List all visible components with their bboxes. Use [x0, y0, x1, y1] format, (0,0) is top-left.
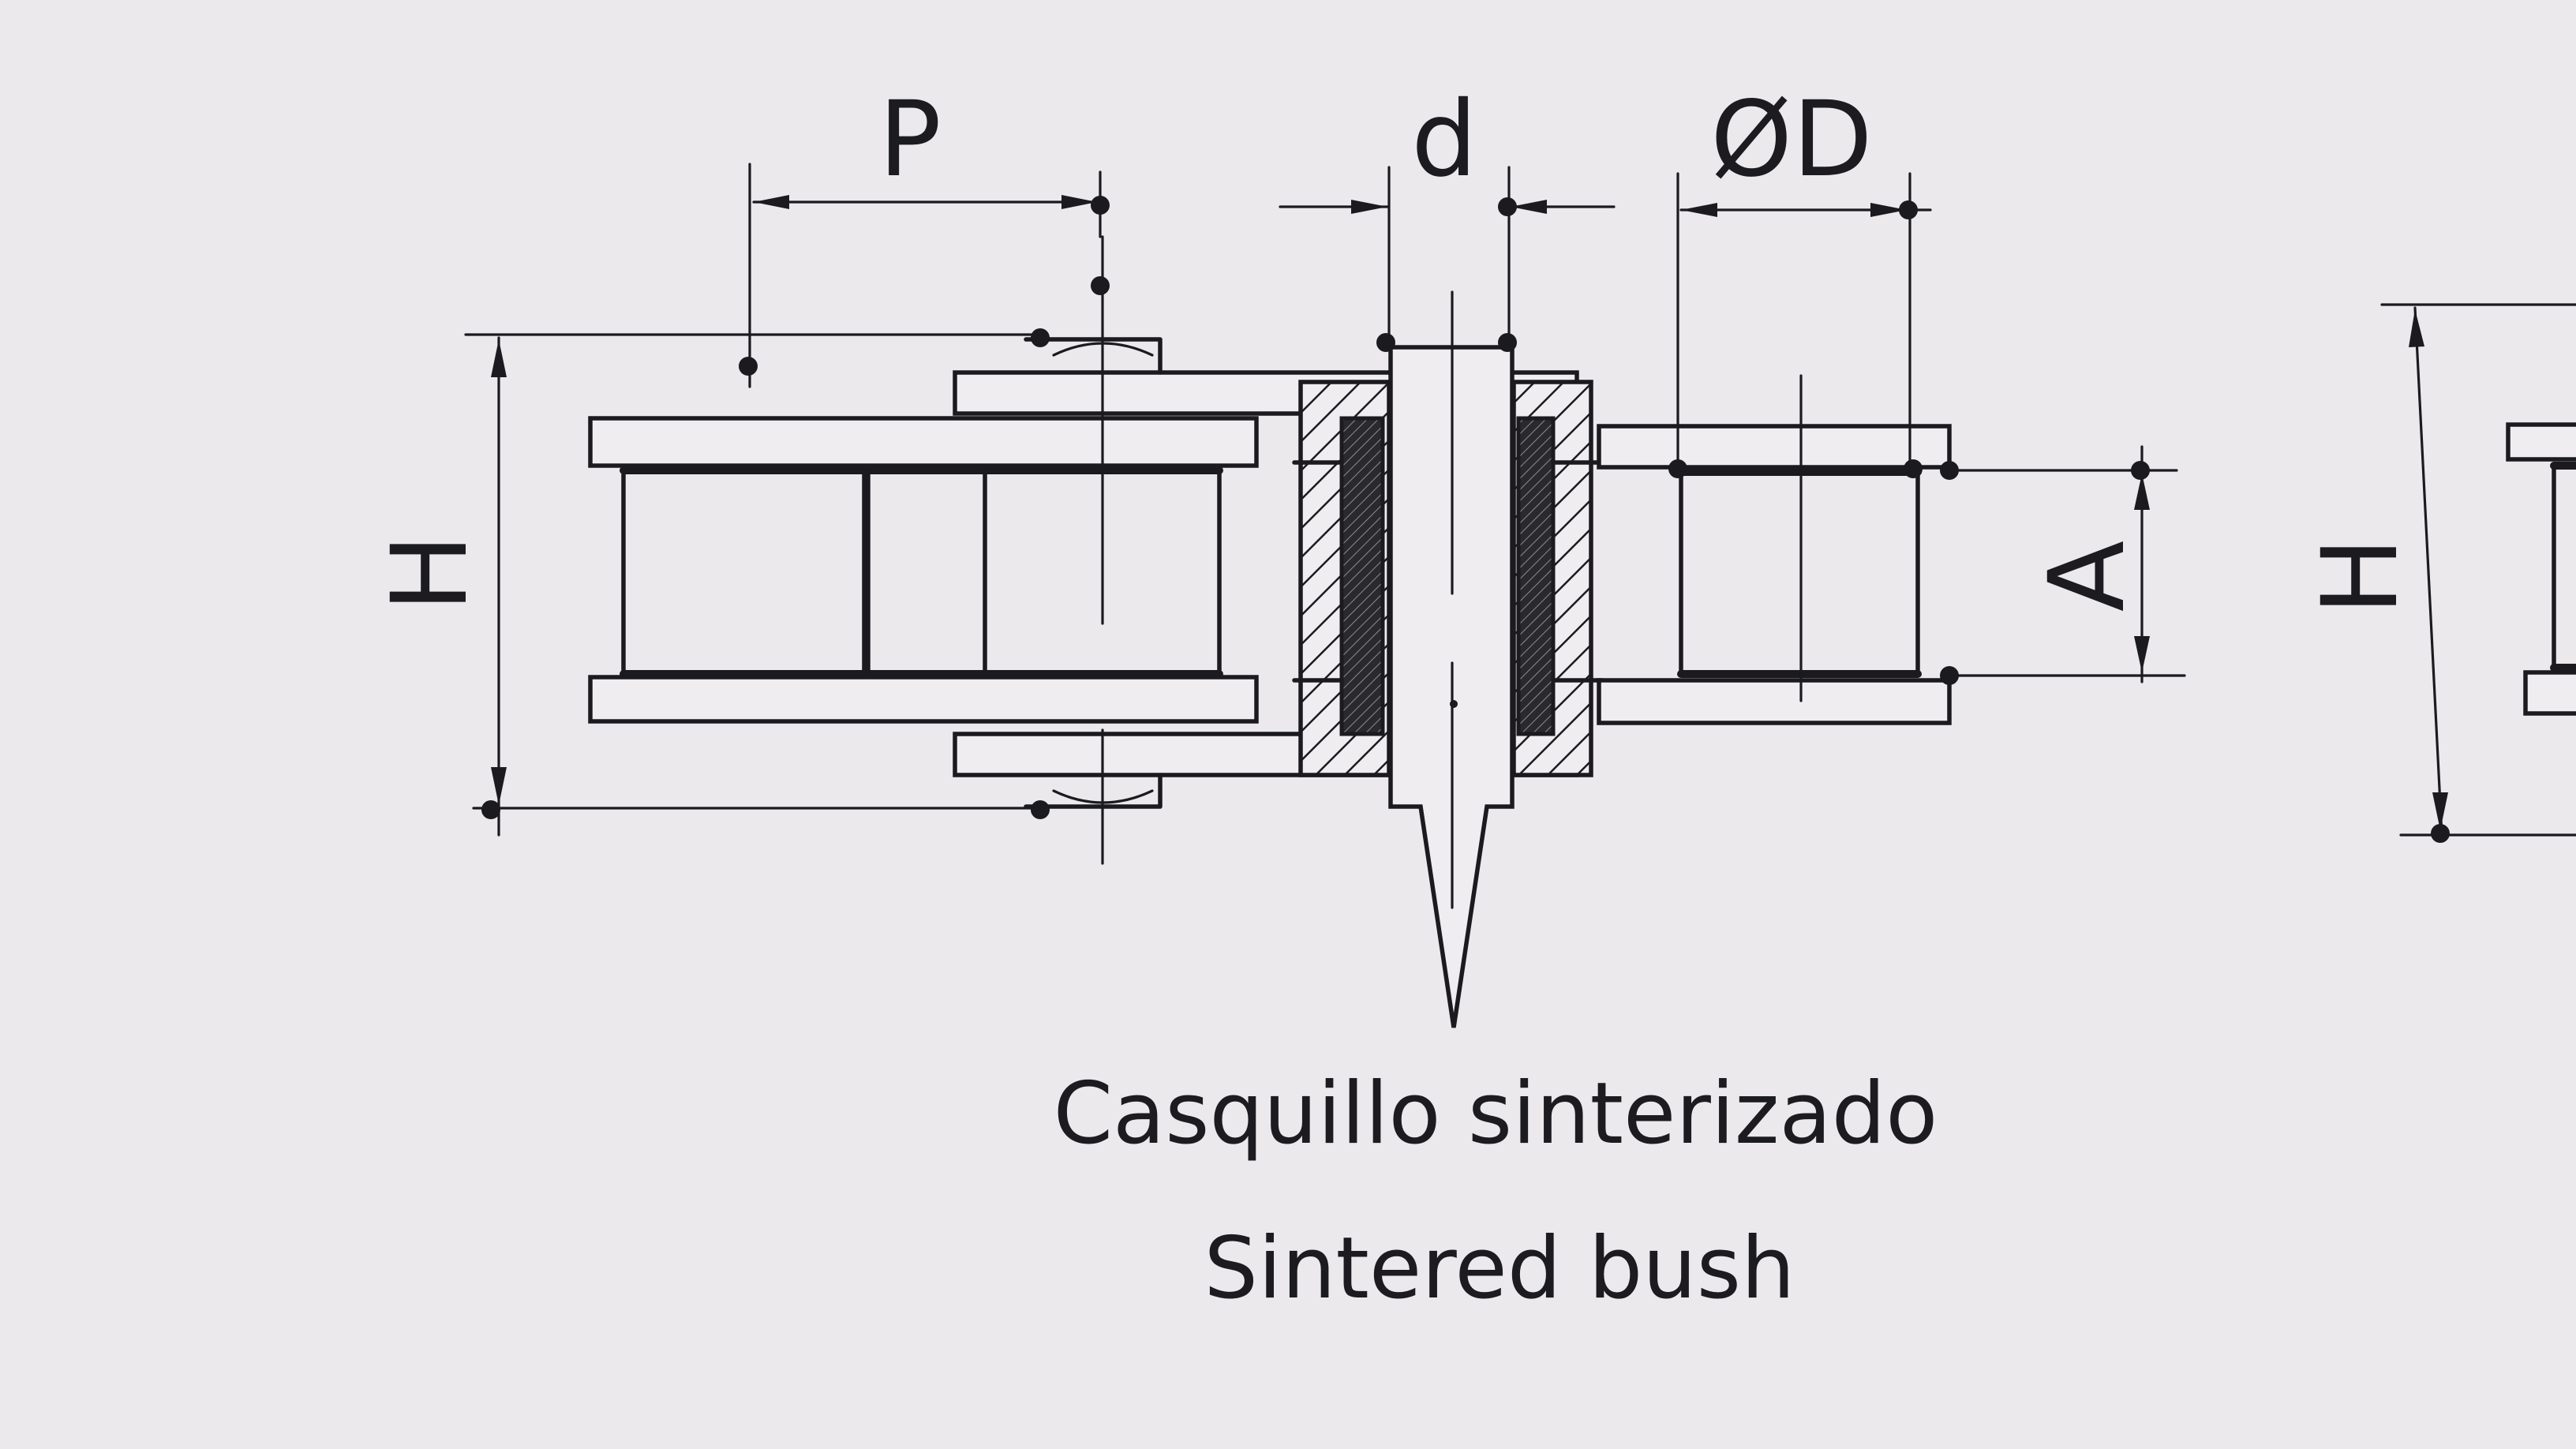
outer-plate-right-bottom: [1597, 678, 1952, 725]
sintered-layer-left: [1339, 416, 1385, 736]
dimension-h-left: H: [369, 328, 1050, 837]
label-p: P: [878, 79, 942, 200]
inner-plate-bottom: [588, 675, 1259, 724]
label-d: d: [1411, 79, 1477, 200]
label-od: ØD: [1710, 79, 1873, 200]
chain-side-view: [588, 235, 1579, 865]
label-a: A: [2027, 541, 2148, 612]
partial-view-right: H: [2300, 303, 2576, 843]
partial-plate-top: [2506, 422, 2576, 462]
dimension-d: d: [1279, 79, 1616, 352]
dimension-p: P: [739, 79, 1110, 388]
caption-spanish: Casquillo sinterizado: [1054, 1065, 1938, 1163]
caption-english: Sintered bush: [1204, 1219, 1795, 1318]
partial-plate-bottom: [2523, 670, 2576, 716]
dimension-od: ØD: [1668, 79, 1932, 478]
inner-plate-top: [588, 416, 1259, 468]
outer-plate-right-top: [1597, 424, 1952, 470]
roller-left: [621, 468, 867, 676]
label-h-right: H: [2300, 537, 2421, 615]
sintered-layer-right: [1516, 416, 1556, 736]
right-roller: [1597, 374, 1952, 725]
dimension-a: A: [1940, 445, 2186, 685]
roller-outline-right: [1679, 470, 1920, 676]
bush-section: [1292, 290, 1604, 1028]
label-h-left: H: [369, 534, 491, 612]
